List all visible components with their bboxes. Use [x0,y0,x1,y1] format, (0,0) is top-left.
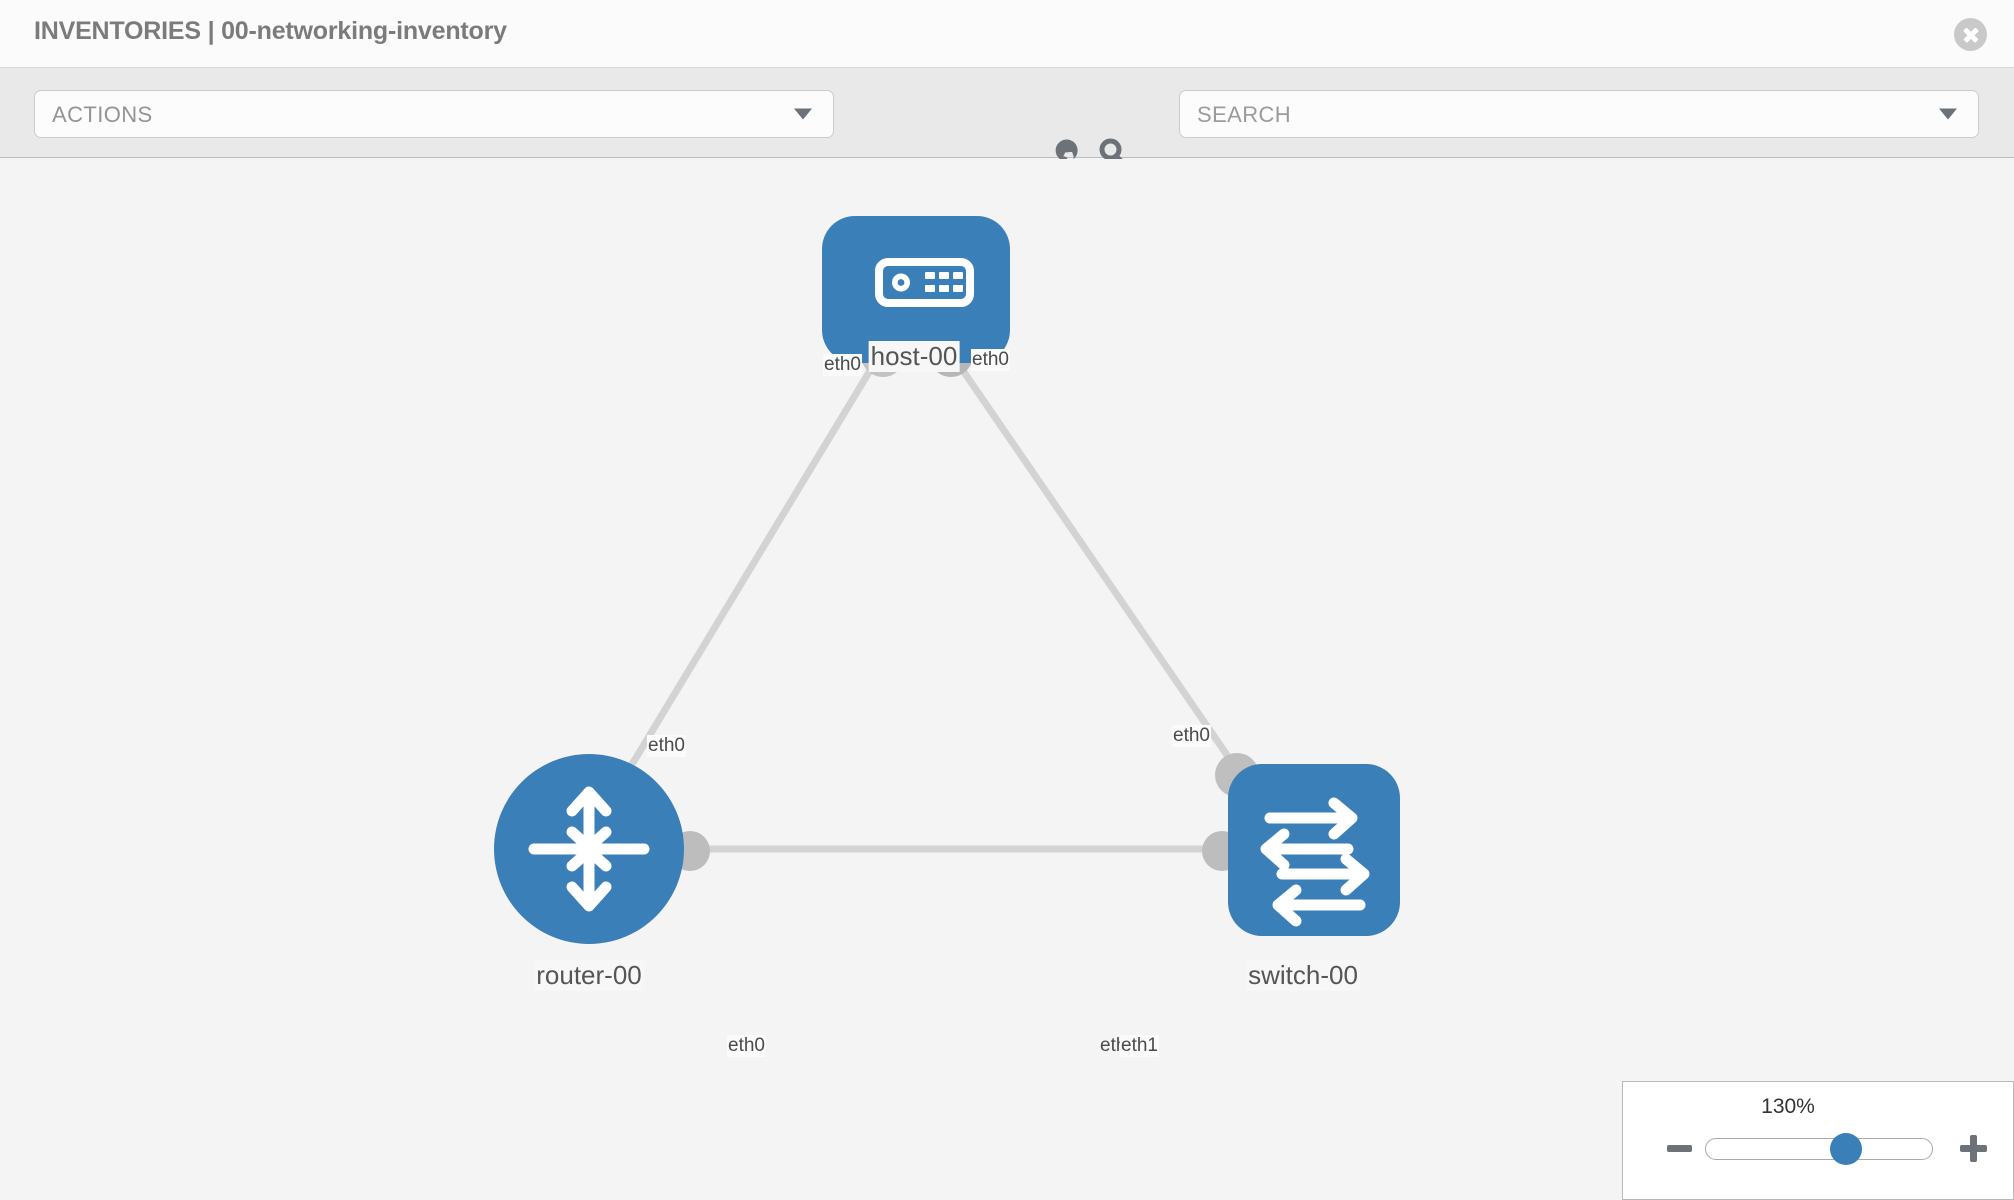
actions-dropdown[interactable]: ACTIONS [34,90,834,138]
search-input[interactable]: SEARCH [1179,90,1979,138]
node-host-00[interactable] [822,216,1010,363]
search-placeholder: SEARCH [1197,102,1292,127]
close-icon[interactable] [1954,18,1987,51]
page-title: INVENTORIES | 00-networking-inventory [34,17,507,45]
node-switch-00[interactable] [1228,764,1400,936]
zoom-slider-track[interactable] [1705,1133,1933,1165]
topology-canvas[interactable]: eth0 eth0 eth0 eth0 eth0 eth eth1 host-0… [0,159,2014,1200]
zoom-slider-row [1623,1132,2014,1172]
connector-group [670,333,1259,871]
zoom-level-value: 130% [1761,1095,1815,1118]
zoom-control-panel: 130% [1622,1081,2014,1200]
iface-label: eth0 [971,349,1010,371]
link-host-switch [952,357,1243,776]
topology-graph [494,216,1400,944]
iface-label: eth0 [727,1035,766,1057]
iface-label: eth0 [647,735,686,757]
actions-dropdown-label: ACTIONS [52,102,153,127]
page-header: INVENTORIES | 00-networking-inventory [0,0,2014,68]
zoom-slider-thumb[interactable] [1830,1133,1863,1165]
iface-label: eth0 [823,354,862,376]
chevron-down-icon [1939,108,1957,120]
zoom-in-button[interactable] [1960,1132,1987,1165]
iface-label: eth0 [1172,725,1211,747]
toolbar: ACTIONS SEARCH [0,68,2014,171]
chevron-down-icon [794,108,812,120]
iface-label: eth1 [1120,1035,1159,1057]
zoom-out-button[interactable] [1667,1145,1692,1152]
link-host-router [625,357,880,773]
node-label-router-00: router-00 [534,960,644,991]
link-group [625,357,1245,853]
iface-label: eth [1100,1035,1127,1056]
node-label-switch-00: switch-00 [1246,960,1360,991]
node-router-00[interactable] [494,754,684,944]
node-label-host-00: host-00 [868,341,960,372]
